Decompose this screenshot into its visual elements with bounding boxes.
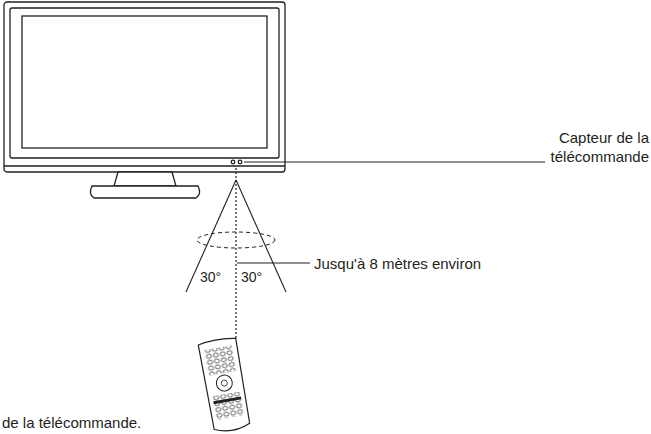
- tv-screen: [22, 16, 267, 148]
- angle-line: [236, 180, 286, 292]
- distance-label: Jusqu'à 8 mètres environ: [314, 254, 481, 273]
- remote-color-keys: [213, 396, 241, 404]
- tv-bezel-edge: [4, 165, 285, 166]
- angle-label: 30°: [200, 268, 221, 287]
- power-led: [238, 160, 242, 164]
- angle-line: [186, 180, 236, 292]
- tv-stand-neck: [114, 172, 176, 186]
- range-ellipse: [197, 232, 275, 248]
- leader-line: [244, 161, 545, 162]
- axis-line: [235, 168, 236, 338]
- tv-bezel: [4, 2, 285, 172]
- remote-sensor: [231, 160, 235, 164]
- remote-ok: [221, 380, 228, 387]
- tv-stand-base: [90, 186, 199, 198]
- remote-buttons: [212, 391, 244, 419]
- tv-set: [4, 2, 285, 198]
- leader-line: [237, 262, 310, 263]
- tv-bezel-inner: [10, 8, 279, 158]
- remote-control: [198, 336, 251, 433]
- caption-fragment: de la télécommande.: [2, 413, 141, 432]
- remote-buttons: [204, 345, 236, 375]
- remote-dpad: [215, 374, 234, 393]
- angle-label: 30°: [241, 268, 262, 287]
- remote-body: [198, 336, 251, 433]
- part-label: Capteur de la télécommande: [549, 128, 649, 166]
